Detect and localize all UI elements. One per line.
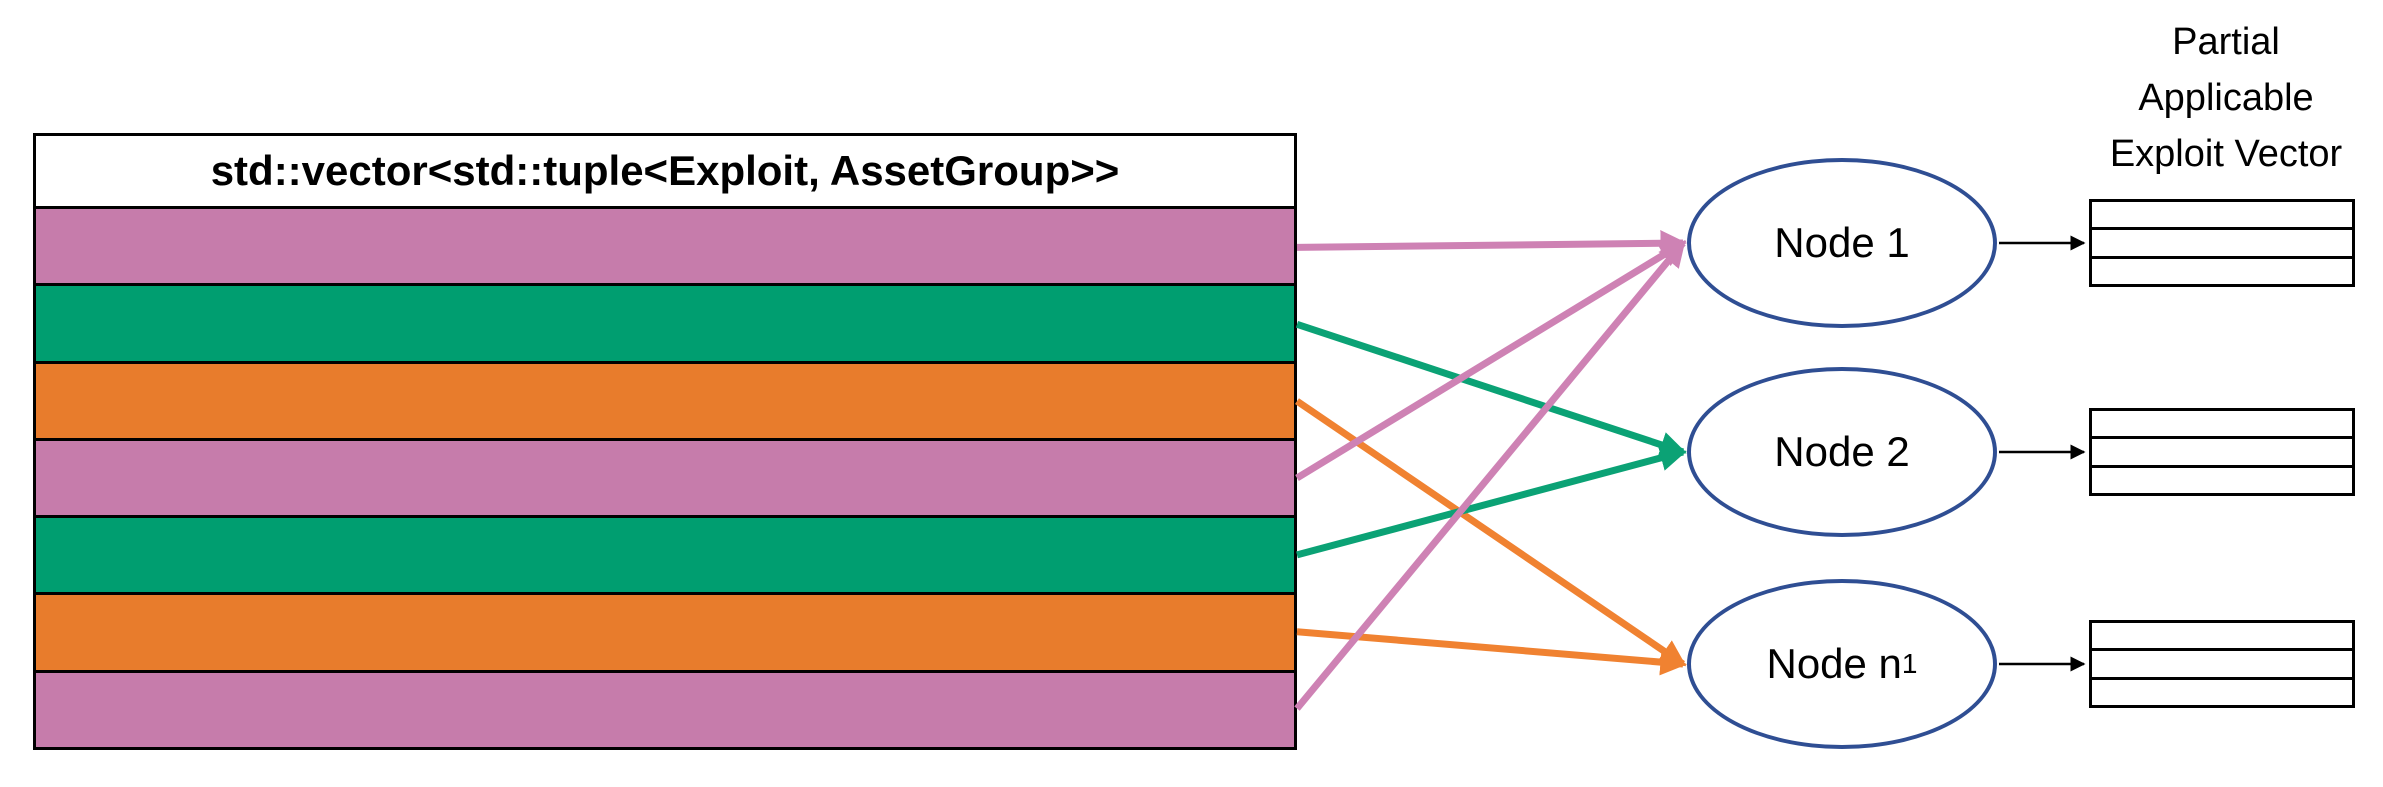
vector-table-header: std::vector<std::tuple<Exploit, AssetGro… [36,136,1294,209]
partial-exploit-vector-3 [2089,620,2355,708]
node-1: Node 1 [1687,158,1997,328]
vector-row-3 [36,360,1294,438]
arrow-row4-to-node1 [1295,240,1687,481]
arrow-row1-to-node1 [1296,229,1687,257]
partial-exploit-vector-2 [2089,408,2355,496]
vector-row-6 [36,592,1294,670]
partial-vector-cell [2092,676,2352,705]
arrow-row3-to-node3 [1295,398,1687,667]
partial-vector-cell [2092,227,2352,256]
partial-vector-cell [2092,202,2352,228]
vector-row-7 [36,669,1294,747]
node-n1-label: Node n [1766,640,1902,687]
arrow-row6-to-node3 [1296,628,1687,676]
arrow-row7-to-node1 [1294,239,1686,711]
partial-vector-cell [2092,255,2352,284]
arrow-row2-to-node2 [1295,320,1687,458]
arrow-row5-to-node2 [1296,444,1687,559]
node-1-label: Node 1 [1774,219,1910,266]
partial-vector-cell [2092,436,2352,465]
partial-vector-cell [2092,623,2352,649]
node-2: Node 2 [1687,367,1997,537]
vector-row-4 [36,437,1294,516]
partial-exploit-vector-1 [2089,199,2355,287]
partial-applicable-exploit-vector-label: Partial Applicable Exploit Vector [2109,21,2343,175]
node-2-label: Node 2 [1774,428,1910,475]
partial-vector-cell [2092,464,2352,493]
exploit-vector-table: std::vector<std::tuple<Exploit, AssetGro… [33,133,1297,750]
vector-row-5 [36,515,1294,593]
vector-row-1 [36,209,1294,284]
partial-vector-cell [2092,648,2352,677]
partial-vector-cell [2092,411,2352,437]
vector-row-2 [36,283,1294,361]
